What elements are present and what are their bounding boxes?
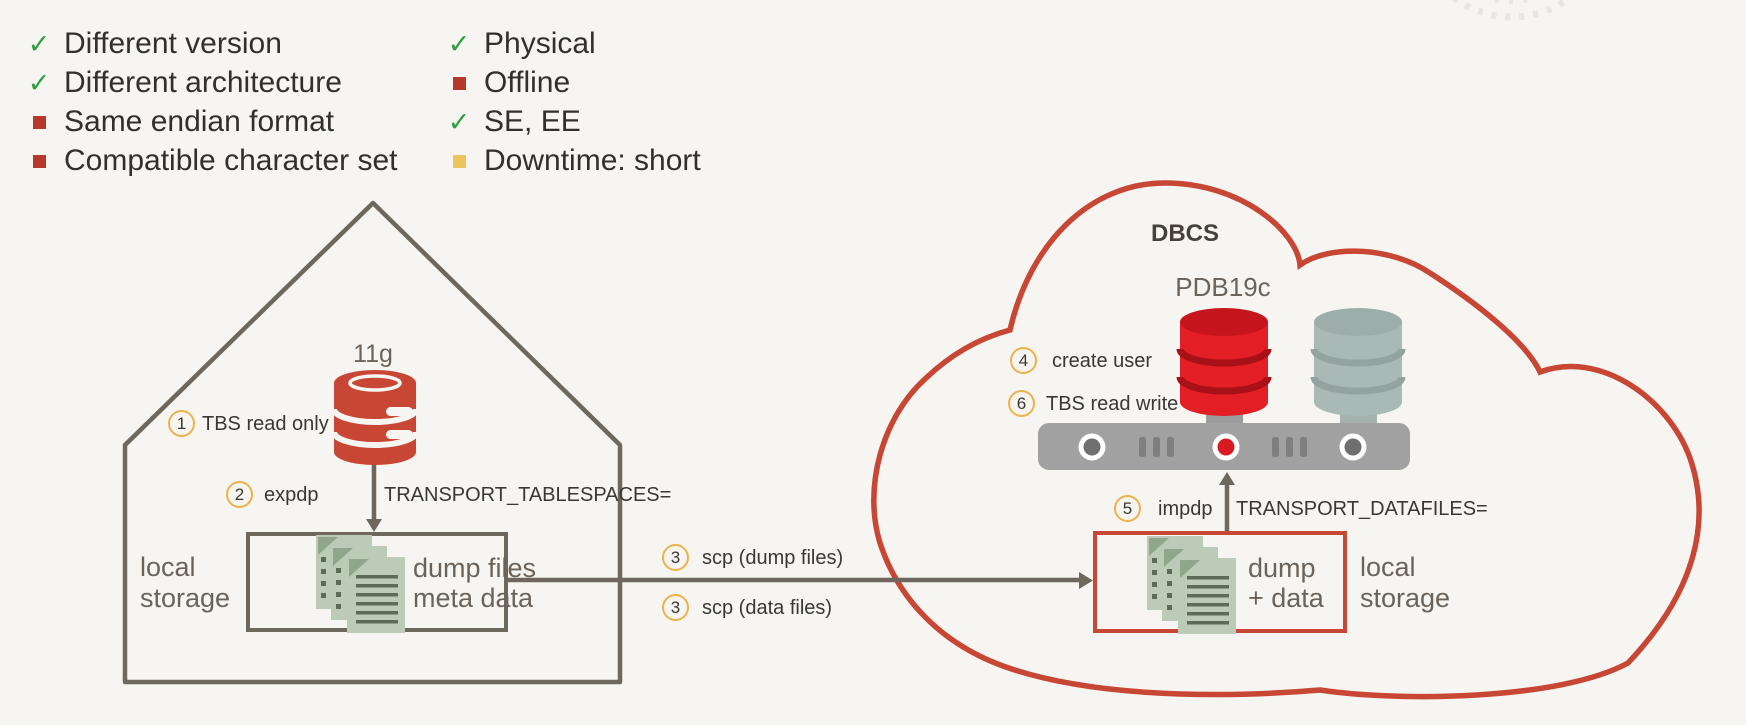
local-storage-line2: storage <box>1360 583 1451 613</box>
database-secondary-icon <box>1310 308 1406 416</box>
step-5-argument: TRANSPORT_DATAFILES= <box>1236 498 1488 520</box>
checklist-item: ✓ Physical <box>444 25 596 63</box>
check-icon: ✓ <box>447 28 471 59</box>
checklist-label: Compatible character set <box>64 144 398 177</box>
step-3-data-badge: 3 <box>662 594 689 621</box>
red-square-bullet-icon <box>444 76 474 90</box>
checklist-item: ✓ SE, EE <box>444 103 581 141</box>
local-storage-label-cloud: local storage <box>1360 552 1450 614</box>
dump-box-label-cloud: dump + data <box>1248 553 1324 613</box>
dump-box-line2: + data <box>1248 583 1324 613</box>
db-version-label: 11g <box>353 340 393 368</box>
red-square-bullet-icon <box>24 115 54 129</box>
database-11g-icon <box>331 370 419 465</box>
check-icon: ✓ <box>27 67 51 98</box>
step-3-dump-label: scp (dump files) <box>702 547 844 569</box>
checklist-label: Offline <box>484 66 571 99</box>
step-4-label: create user <box>1052 350 1153 372</box>
checklist-label: Different version <box>64 27 282 60</box>
server-rack-icon <box>1038 412 1410 470</box>
step-1-label: TBS read only <box>202 413 329 435</box>
step-2-argument: TRANSPORT_TABLESPACES= <box>384 484 672 506</box>
check-icon: ✓ <box>447 106 471 137</box>
checklist-label: SE, EE <box>484 105 581 138</box>
checklist-item: Same endian format <box>24 103 334 141</box>
checklist-label: Different architecture <box>64 66 342 99</box>
check-icon: ✓ <box>27 28 51 59</box>
local-storage-label-onprem: local storage <box>140 552 230 614</box>
arrow-impdp-icon <box>1219 472 1235 531</box>
step-3-dump-badge: 3 <box>662 544 689 571</box>
step-6-label: TBS read write <box>1046 393 1179 415</box>
database-pdb19c-icon <box>1176 308 1272 416</box>
dump-box-line1: dump files <box>413 553 537 583</box>
step-5-badge: 5 <box>1114 495 1141 522</box>
house-outline <box>122 200 623 685</box>
local-storage-line1: local <box>140 552 196 582</box>
step-4-badge: 4 <box>1010 347 1037 374</box>
checklist-item: Downtime: short <box>444 142 701 180</box>
checklist-label: Downtime: short <box>484 144 701 177</box>
pdb-name-label: PDB19c <box>1175 272 1271 302</box>
dump-files-icon <box>316 535 405 633</box>
step-1-badge: 1 <box>168 410 195 437</box>
local-storage-line2: storage <box>140 583 231 613</box>
yellow-square-bullet-icon <box>444 154 474 168</box>
arrow-scp-icon <box>507 572 1093 589</box>
cloud-title: DBCS <box>1150 220 1219 247</box>
step-6-badge: 6 <box>1008 390 1035 417</box>
dump-box-line1: dump <box>1248 553 1316 583</box>
step-3-data-label: scp (data files) <box>702 597 833 619</box>
step-5-command: impdp <box>1158 498 1213 520</box>
corner-ornament-icon <box>1451 0 1573 21</box>
local-storage-line1: local <box>1360 552 1416 582</box>
checklist-item: ✓ Different version <box>24 25 282 63</box>
arrow-expdp-icon <box>366 464 382 532</box>
checklist-label: Physical <box>484 27 596 60</box>
checklist-item: Compatible character set <box>24 142 398 180</box>
checklist-item: Offline <box>444 64 570 102</box>
red-square-bullet-icon <box>24 154 54 168</box>
step-2-badge: 2 <box>226 481 253 508</box>
cloud-outline <box>871 180 1702 700</box>
dump-data-files-icon <box>1147 536 1236 634</box>
dump-box-label-onprem: dump files meta data <box>413 553 536 613</box>
step-2-command: expdp <box>264 484 319 506</box>
checklist-label: Same endian format <box>64 105 335 138</box>
checklist-item: ✓ Different architecture <box>24 64 342 102</box>
dump-box-line2: meta data <box>413 583 534 613</box>
